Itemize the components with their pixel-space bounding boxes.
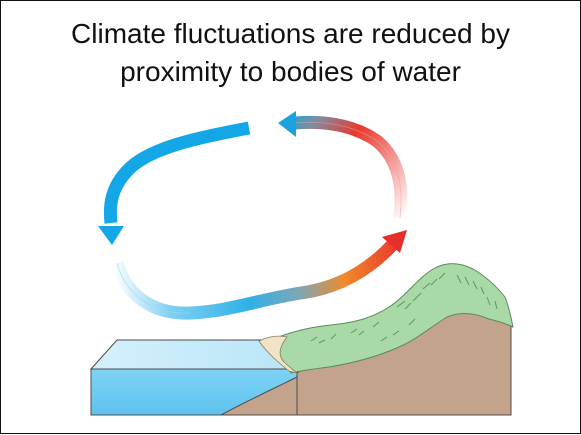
slide-title: Climate fluctuations are reduced by prox… [1, 15, 580, 91]
title-line-2: proximity to bodies of water [120, 56, 461, 87]
vegetation-hills [258, 263, 514, 374]
curved-arrow-warm-air-icon [110, 230, 407, 320]
curved-arrow-cool-air-icon [98, 121, 251, 245]
curved-arrow-rising-air-icon [278, 111, 408, 219]
title-line-1: Climate fluctuations are reduced by [71, 18, 510, 49]
